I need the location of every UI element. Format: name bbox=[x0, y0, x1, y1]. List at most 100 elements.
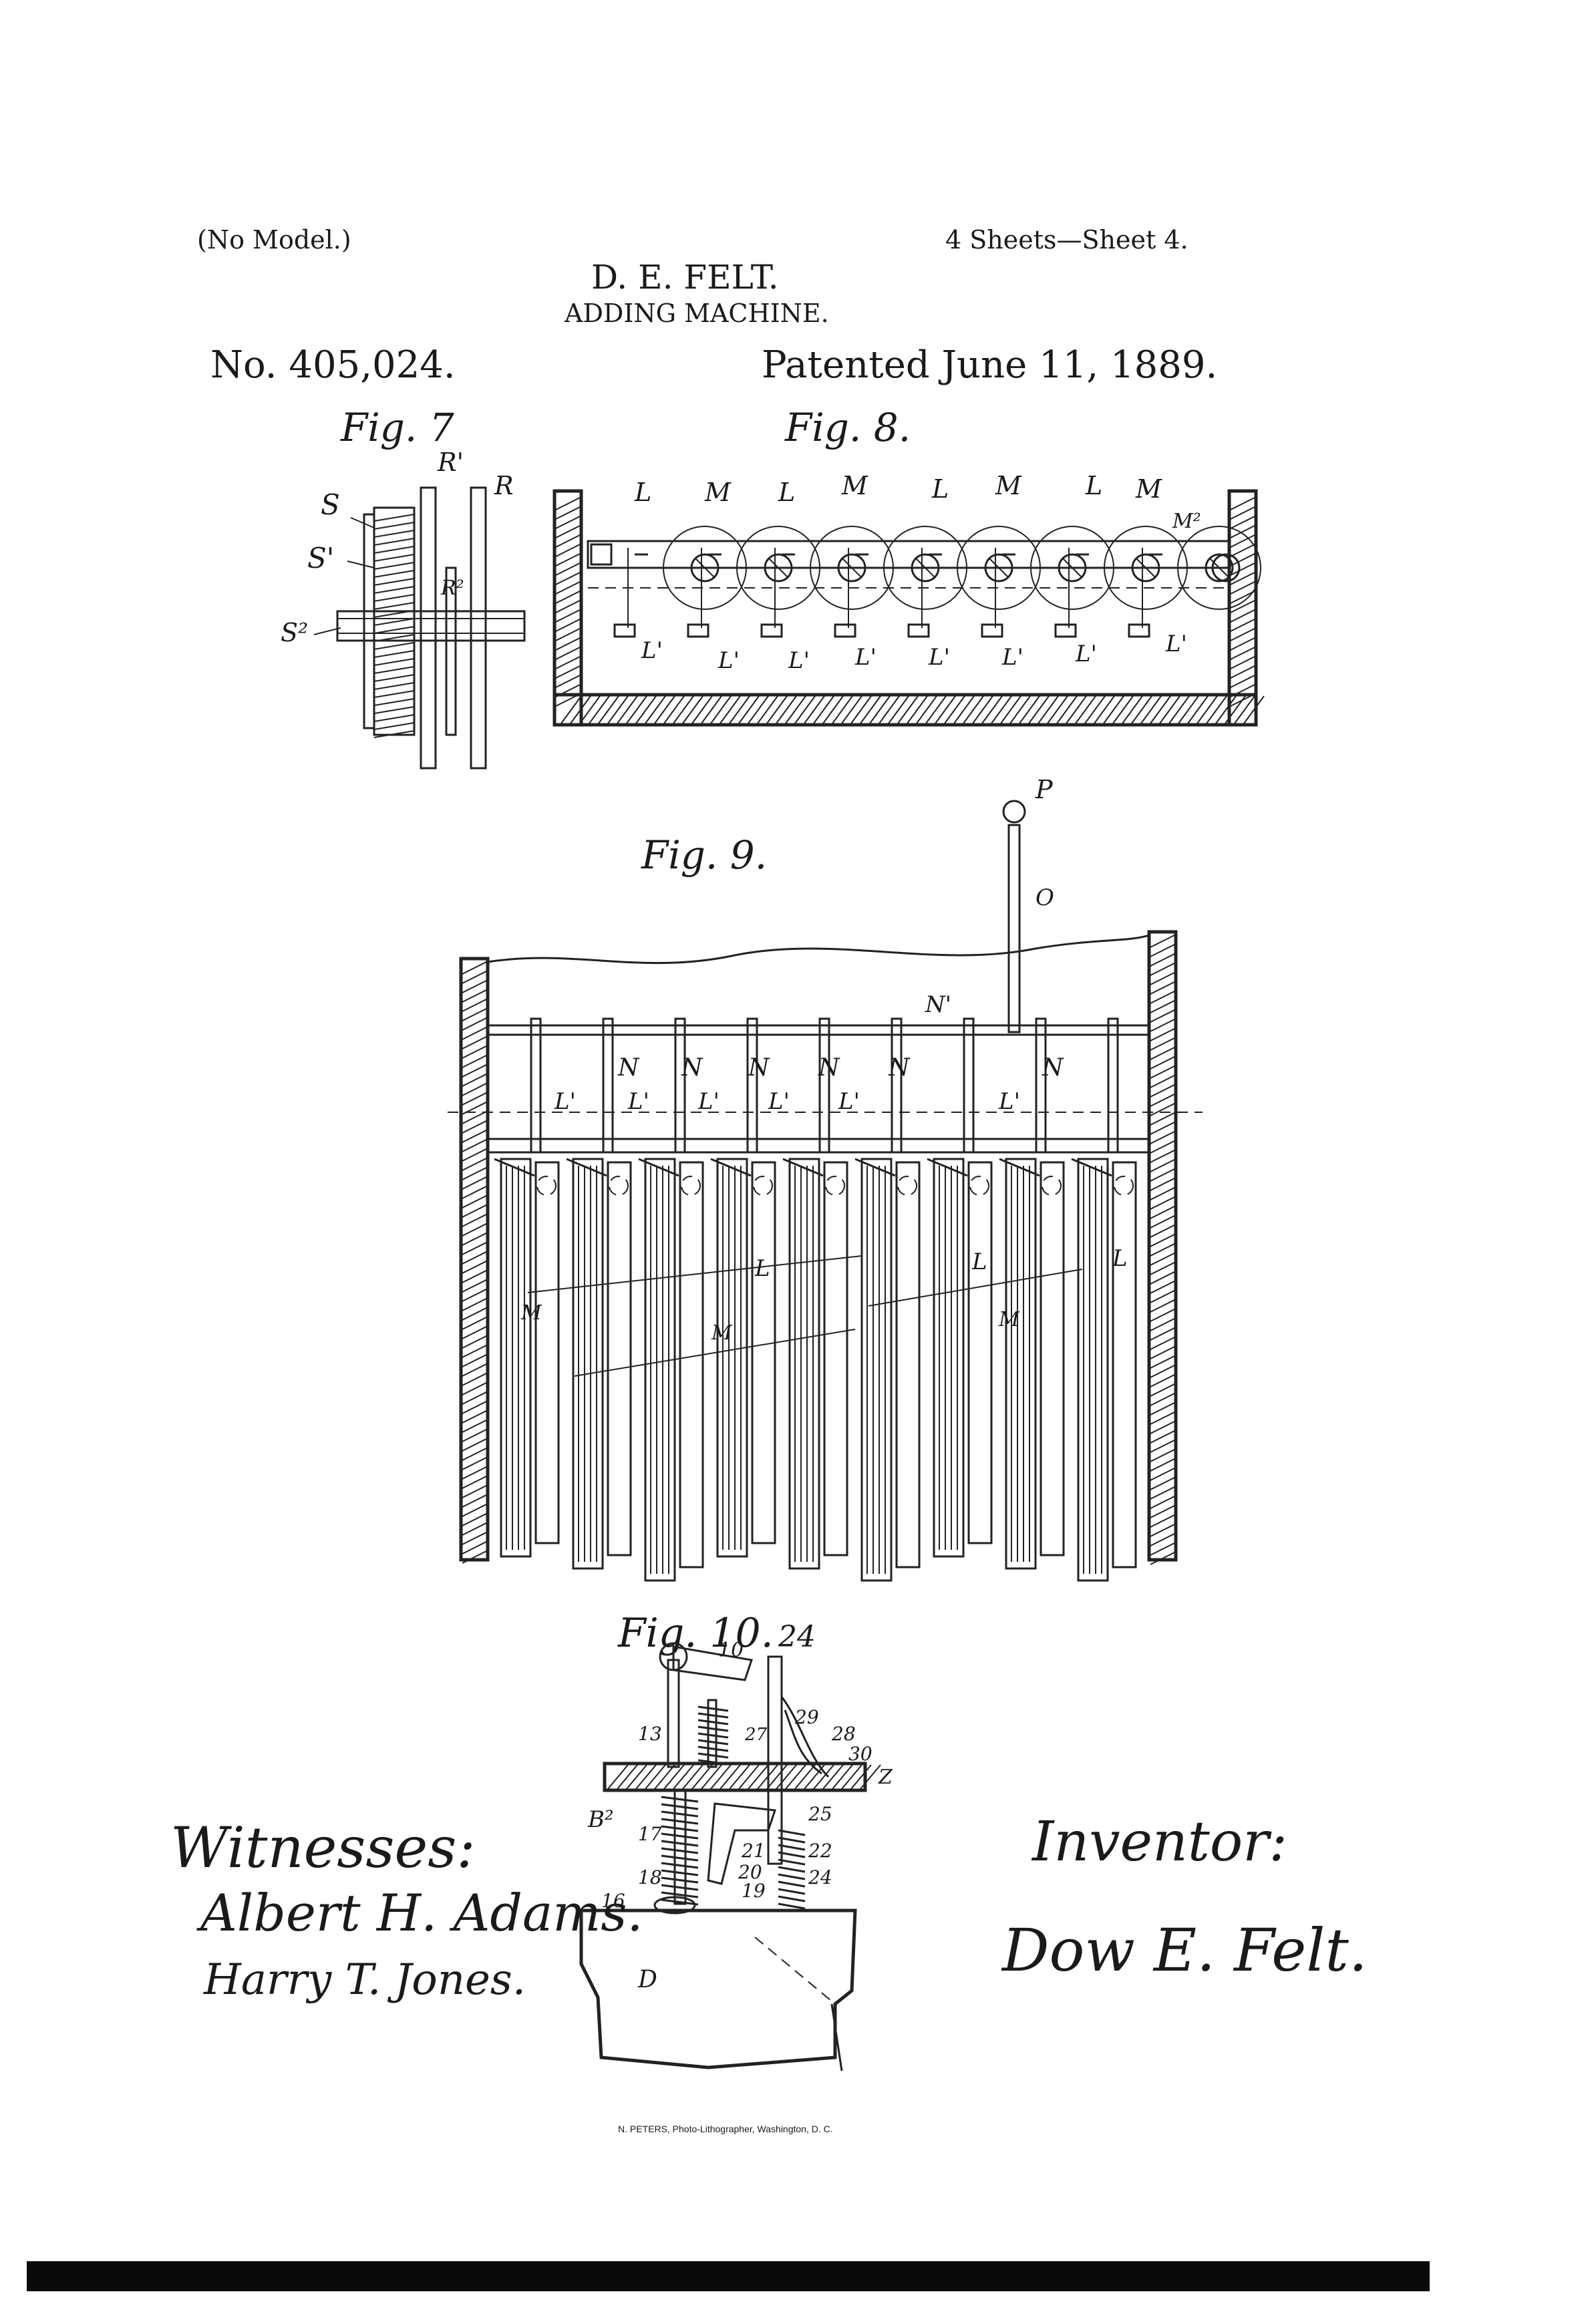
hatch-line bbox=[555, 534, 581, 548]
spring-coil bbox=[778, 1888, 806, 1895]
hatch-line bbox=[1150, 1477, 1175, 1490]
fig8-bottom-label-1: L' bbox=[641, 637, 663, 664]
hatch-line bbox=[462, 1326, 487, 1339]
spring-coil bbox=[778, 1880, 806, 1888]
hatch-line bbox=[373, 570, 415, 578]
hatch-line bbox=[822, 695, 844, 724]
hatch-line bbox=[462, 1485, 487, 1498]
hatch-line bbox=[462, 1027, 487, 1040]
wheel-hub bbox=[1131, 553, 1160, 583]
hatch-line bbox=[1230, 609, 1255, 623]
hatch-line bbox=[691, 1764, 713, 1790]
spring-coil bbox=[778, 1829, 806, 1836]
hatch-line bbox=[1150, 1075, 1175, 1088]
hatch-line bbox=[748, 695, 769, 724]
hatch-line bbox=[1215, 695, 1237, 724]
hatch-line bbox=[555, 581, 581, 595]
fig8-bottom-label-6: L' bbox=[1001, 644, 1023, 671]
hatch-line bbox=[462, 1429, 487, 1442]
hatch-line bbox=[462, 1148, 487, 1162]
hatch-line bbox=[561, 695, 582, 724]
column-detent bbox=[566, 1158, 607, 1177]
end-hub bbox=[1211, 553, 1241, 583]
spring-coil bbox=[661, 1876, 699, 1884]
hatch-line bbox=[462, 1045, 487, 1059]
hatch-line bbox=[1230, 516, 1255, 529]
fig9-label-l-prime-6: L' bbox=[998, 1088, 1020, 1115]
hatch-line bbox=[1150, 1084, 1175, 1098]
fig10-label-25: 25 bbox=[808, 1803, 832, 1825]
wheel-arc bbox=[957, 526, 1041, 610]
hatch-line bbox=[1150, 1187, 1175, 1200]
spring-coil bbox=[778, 1836, 806, 1844]
fig10-label-24-low: 24 bbox=[808, 1866, 832, 1888]
fig8-top-label-6: M bbox=[995, 471, 1022, 500]
hatch-line bbox=[1150, 1514, 1175, 1528]
hatch-line bbox=[373, 522, 415, 530]
hatch-line bbox=[570, 695, 591, 724]
hatch-line bbox=[794, 695, 816, 724]
wheel-arc bbox=[810, 526, 894, 610]
spring-coil bbox=[661, 1884, 699, 1891]
pawl-head bbox=[613, 623, 636, 638]
hatch-line bbox=[888, 695, 909, 724]
hatch-line bbox=[1234, 695, 1255, 724]
hatch-line bbox=[373, 594, 415, 602]
hatch-line bbox=[1075, 695, 1096, 724]
fig9-label-l-prime-2: L' bbox=[627, 1088, 649, 1115]
hatch-line bbox=[373, 658, 415, 666]
hatch-line bbox=[462, 1317, 487, 1330]
hatch-line bbox=[555, 525, 581, 538]
column-plate bbox=[500, 1158, 532, 1558]
hatch-line bbox=[373, 554, 415, 562]
hatch-line bbox=[1150, 1131, 1175, 1144]
column-rod bbox=[746, 1017, 758, 1154]
spring-coil bbox=[661, 1818, 699, 1825]
hatch-line bbox=[1150, 1496, 1175, 1509]
invention-title: ADDING MACHINE. bbox=[564, 299, 829, 328]
leader-line bbox=[868, 1269, 1083, 1307]
column-plate bbox=[933, 1158, 965, 1558]
hatch-line bbox=[462, 1522, 487, 1536]
pawl-head bbox=[1128, 623, 1150, 638]
hatch-line bbox=[462, 1466, 487, 1480]
fig10-label-20: 20 bbox=[738, 1861, 762, 1883]
hatch-line bbox=[682, 695, 703, 724]
column-rod bbox=[891, 1017, 903, 1154]
fig9-label-m-2: M bbox=[711, 1321, 733, 1345]
fig7-label-s2: S² bbox=[281, 618, 308, 647]
fig10-label-b2: B² bbox=[587, 1806, 614, 1833]
spring-coil bbox=[661, 1898, 699, 1906]
spring-coil bbox=[697, 1746, 729, 1752]
hatch-line bbox=[626, 1764, 647, 1790]
column-rod bbox=[963, 1017, 975, 1154]
spring-coil bbox=[778, 1844, 806, 1851]
hatch-line bbox=[555, 637, 581, 651]
hatch-line bbox=[462, 1232, 487, 1246]
fig9-label-n-prime: N' bbox=[925, 991, 951, 1018]
fig10-caption: Fig. 10. bbox=[617, 1610, 774, 1657]
spring-coil bbox=[661, 1803, 699, 1810]
hatch-line bbox=[1150, 1028, 1175, 1041]
column-detent bbox=[494, 1158, 535, 1177]
hatch-line bbox=[462, 961, 487, 975]
hatch-line bbox=[462, 1298, 487, 1311]
hatch-line bbox=[991, 695, 1012, 724]
hatch-line bbox=[373, 538, 415, 546]
wheel-arc bbox=[1177, 526, 1261, 610]
hatch-line bbox=[701, 695, 722, 724]
hatch-line bbox=[1230, 525, 1255, 538]
hatch-line bbox=[1206, 695, 1227, 724]
hatch-line bbox=[626, 695, 647, 724]
spring-coil bbox=[661, 1840, 699, 1847]
hatch-line bbox=[841, 1764, 862, 1790]
hatch-line bbox=[1000, 695, 1021, 724]
hatch-line bbox=[462, 1373, 487, 1386]
hatch-line bbox=[1150, 1262, 1175, 1275]
column-detent bbox=[854, 1158, 896, 1177]
spring-coil bbox=[661, 1810, 699, 1818]
hatch-line bbox=[841, 695, 862, 724]
hatch-line bbox=[776, 1764, 797, 1790]
hatch-line bbox=[462, 1307, 487, 1321]
